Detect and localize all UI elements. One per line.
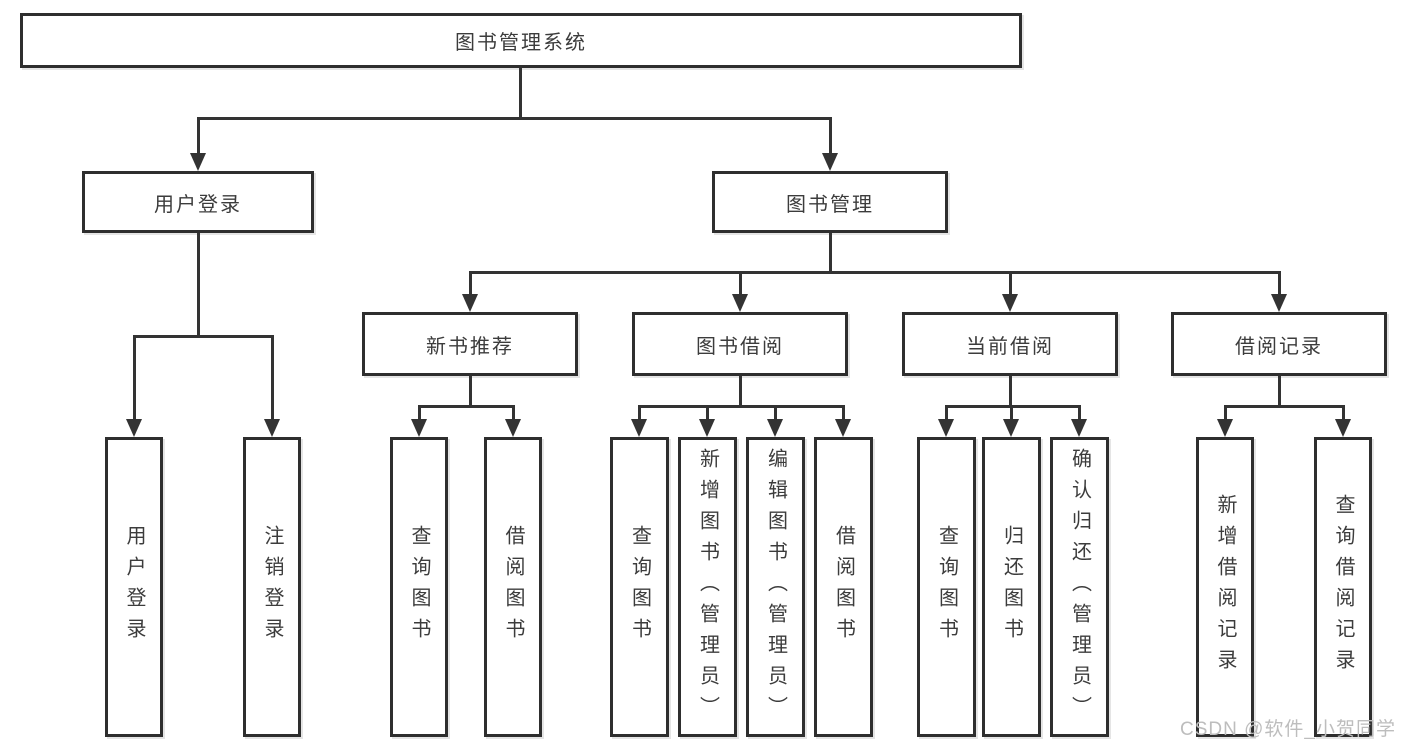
leaf-query-books-3-label: 查询图书 [935,525,958,649]
connector-drop-leaf [706,405,709,419]
connector-new-book-hbar [418,405,515,408]
leaf-return-books: 归还图书 [982,437,1041,737]
leaf-logout: 注销登录 [243,437,301,737]
arrow-down-icon [822,153,838,171]
connector-drop-leaf [638,405,641,419]
arrow-down-icon [835,419,851,437]
connector-drop-leaf [1342,405,1345,419]
node-current-borrowing: 当前借阅 [902,312,1118,376]
connector-drop-leaf [1078,405,1081,419]
leaf-query-borrow-record-label: 查询借阅记录 [1332,494,1354,680]
leaf-add-borrow-record: 新增借阅记录 [1196,437,1254,737]
connector-drop-level2 [1278,271,1281,294]
leaf-borrow-books-2-label: 借阅图书 [832,525,855,649]
connector-drop-leaf [418,405,421,419]
connector-drop-user-login [197,117,200,153]
connector-level1-hbar [197,117,832,120]
leaf-query-books-1-label: 查询图书 [408,525,430,649]
connector-drop-leaf [133,335,136,419]
leaf-confirm-return-admin: 确认归还（管理员） [1050,437,1109,737]
leaf-borrow-books-2: 借阅图书 [814,437,873,737]
connector-borrowing-records-stem [1278,376,1281,405]
leaf-add-books-admin: 新增图书（管理员） [678,437,737,737]
arrow-down-icon [1003,419,1019,437]
arrow-down-icon [462,294,478,312]
arrow-down-icon [699,419,715,437]
arrow-down-icon [1071,419,1087,437]
node-new-book-recommend-label: 新书推荐 [426,335,514,358]
connector-borrowing-records-hbar [1224,405,1345,408]
connector-drop-level2 [739,271,742,294]
node-current-borrowing-label: 当前借阅 [966,335,1054,358]
node-new-book-recommend: 新书推荐 [362,312,578,376]
connector-book-borrowing-hbar [638,405,845,408]
node-borrowing-records-label: 借阅记录 [1235,335,1323,358]
connector-new-book-stem [469,376,472,405]
node-book-management: 图书管理 [712,171,948,233]
arrow-down-icon [190,153,206,171]
connector-drop-leaf [774,405,777,419]
leaf-logout-label: 注销登录 [261,525,283,649]
node-book-borrowing-label: 图书借阅 [696,335,784,358]
arrow-down-icon [126,419,142,437]
connector-drop-level2 [1009,271,1012,294]
arrow-down-icon [767,419,783,437]
connector-current-borrowing-hbar [945,405,1081,408]
node-user-login: 用户登录 [82,171,314,233]
connector-book-borrowing-stem [739,376,742,405]
connector-drop-book-management [829,117,832,153]
connector-user-login-stem [197,233,200,335]
leaf-user-login-label: 用户登录 [123,525,145,649]
connector-drop-level2 [469,271,472,294]
connector-user-login-hbar [133,335,274,338]
connector-drop-leaf [1224,405,1227,419]
arrow-down-icon [1002,294,1018,312]
leaf-query-borrow-record: 查询借阅记录 [1314,437,1372,737]
leaf-add-books-admin-label: 新增图书（管理员） [696,447,719,727]
node-root-label: 图书管理系统 [455,32,587,54]
arrow-down-icon [505,419,521,437]
connector-root-stem [519,68,522,117]
leaf-borrow-books-1-label: 借阅图书 [502,525,524,649]
node-borrowing-records: 借阅记录 [1171,312,1387,376]
node-book-borrowing: 图书借阅 [632,312,848,376]
arrow-down-icon [631,419,647,437]
connector-current-borrowing-stem [1009,376,1012,405]
leaf-return-books-label: 归还图书 [1000,525,1023,649]
leaf-query-books-2: 查询图书 [610,437,669,737]
arrow-down-icon [1335,419,1351,437]
leaf-user-login: 用户登录 [105,437,163,737]
leaf-edit-books-admin: 编辑图书（管理员） [746,437,805,737]
node-book-management-label: 图书管理 [786,193,874,216]
node-root: 图书管理系统 [20,13,1022,68]
arrow-down-icon [732,294,748,312]
leaf-add-borrow-record-label: 新增借阅记录 [1214,494,1236,680]
connector-level2-hbar [469,271,1281,274]
leaf-confirm-return-admin-label: 确认归还（管理员） [1068,447,1091,727]
arrow-down-icon [1271,294,1287,312]
leaf-query-books-1: 查询图书 [390,437,448,737]
csdn-watermark: CSDN @软件_小贺同学 [1180,719,1396,740]
leaf-query-books-2-label: 查询图书 [628,525,651,649]
arrow-down-icon [1217,419,1233,437]
arrow-down-icon [938,419,954,437]
leaf-query-books-3: 查询图书 [917,437,976,737]
connector-drop-leaf [271,335,274,419]
connector-drop-leaf [512,405,515,419]
arrow-down-icon [264,419,280,437]
arrow-down-icon [411,419,427,437]
leaf-edit-books-admin-label: 编辑图书（管理员） [764,447,787,727]
connector-book-management-stem [829,233,832,271]
connector-drop-leaf [1010,405,1013,419]
leaf-borrow-books-1: 借阅图书 [484,437,542,737]
connector-drop-leaf [945,405,948,419]
connector-drop-leaf [842,405,845,419]
node-user-login-label: 用户登录 [154,193,242,216]
